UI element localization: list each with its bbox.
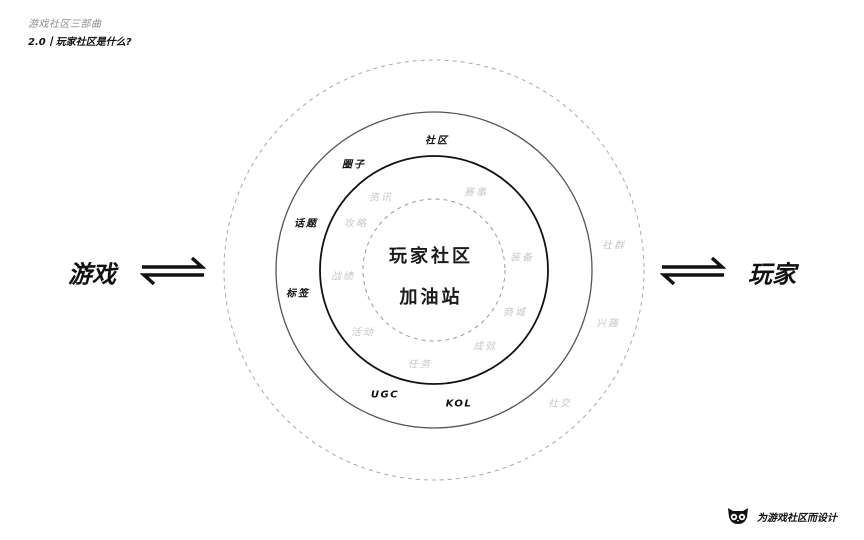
core-dashed-ring (362, 198, 506, 342)
middle-solid-ring (275, 111, 593, 429)
label-activity: 活动 (351, 327, 375, 339)
label-gear: 装备 (510, 252, 534, 264)
label-records: 战绩 (331, 271, 355, 283)
label-circle: 圈子 (342, 159, 366, 171)
label-community: 社区 (425, 135, 449, 147)
label-interest: 兴趣 (596, 318, 620, 330)
label-guides: 攻略 (344, 218, 368, 230)
label-events: 赛事 (464, 187, 488, 199)
label-mission: 任务 (408, 359, 432, 371)
label-ugc: UGC (370, 389, 400, 401)
label-store: 商城 (503, 307, 527, 319)
footer-brand: 为游戏社区而设计 (727, 507, 837, 525)
label-group: 社群 (602, 240, 626, 252)
label-kol: KOL (445, 398, 473, 410)
equilibrium-arrow-left-icon (140, 256, 206, 286)
term-player: 玩家 (748, 260, 796, 289)
inner-solid-ring (319, 155, 549, 385)
label-tag: 标签 (286, 288, 310, 300)
center-line-1: 玩家社区 (389, 246, 473, 267)
owl-logo-icon (728, 508, 748, 524)
center-line-2: 加油站 (399, 287, 463, 308)
outer-dashed-ring (223, 59, 645, 481)
footer-text: 为游戏社区而设计 (757, 512, 837, 524)
page-title: 2.0丨玩家社区是什么? (28, 37, 132, 48)
equilibrium-arrow-right-icon (660, 256, 726, 286)
series-label: 游戏社区三部曲 (28, 19, 102, 30)
label-social: 社交 (548, 398, 572, 410)
term-game: 游戏 (68, 260, 116, 289)
label-achievement: 成就 (473, 341, 497, 353)
label-topic: 话题 (294, 218, 318, 230)
label-news: 资讯 (369, 192, 393, 204)
